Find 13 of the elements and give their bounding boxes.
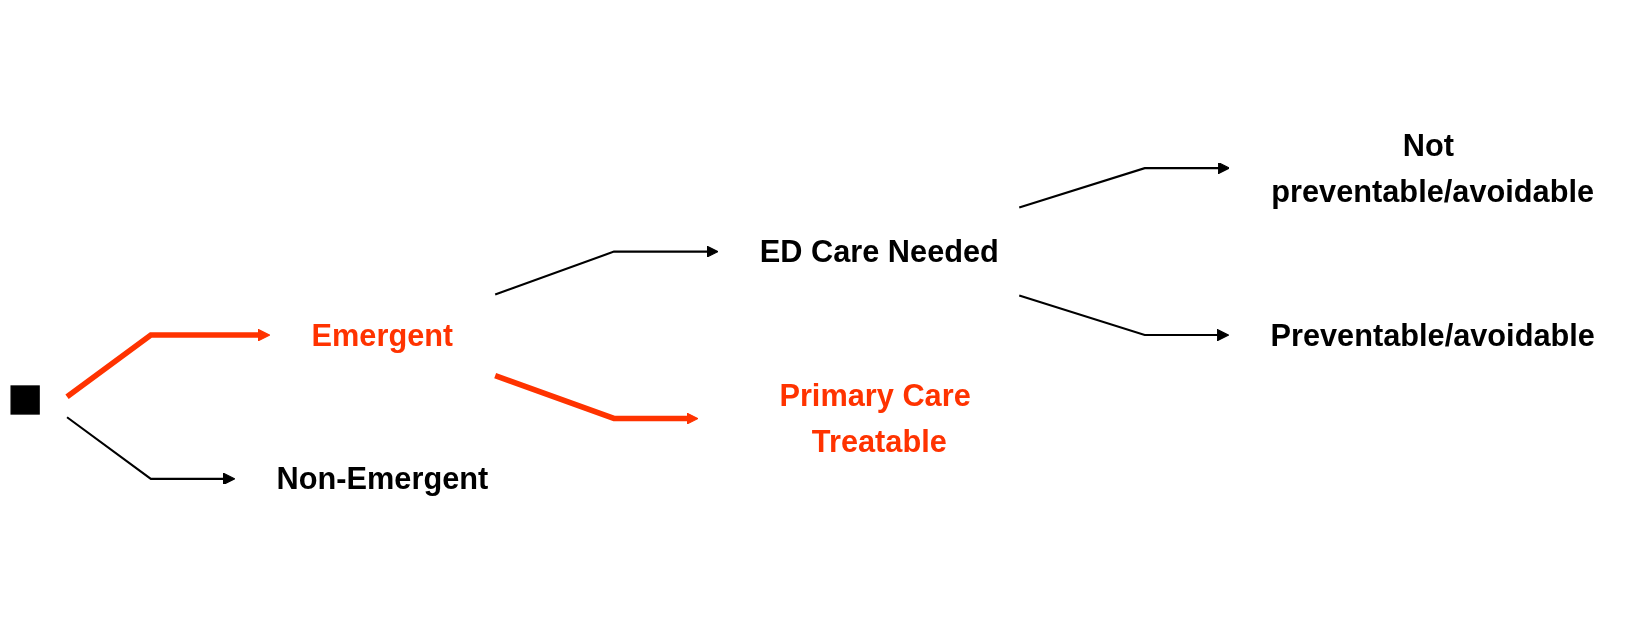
node-text: ED Care Needed bbox=[759, 234, 999, 270]
arrow bbox=[65, 328, 271, 399]
arrow bbox=[66, 416, 236, 486]
node-text: Primary Care Treatable bbox=[779, 378, 971, 460]
node-text: Emergent bbox=[311, 317, 454, 353]
node-text: Non-Emergent bbox=[276, 461, 489, 497]
node-box bbox=[10, 385, 40, 415]
arrow bbox=[494, 373, 699, 425]
node-text: Preventable/avoidable bbox=[1270, 317, 1595, 353]
arrow bbox=[494, 245, 719, 296]
arrow bbox=[1018, 294, 1230, 342]
arrow bbox=[1018, 162, 1230, 209]
node-text: Not preventable/avoidable bbox=[1271, 127, 1595, 209]
